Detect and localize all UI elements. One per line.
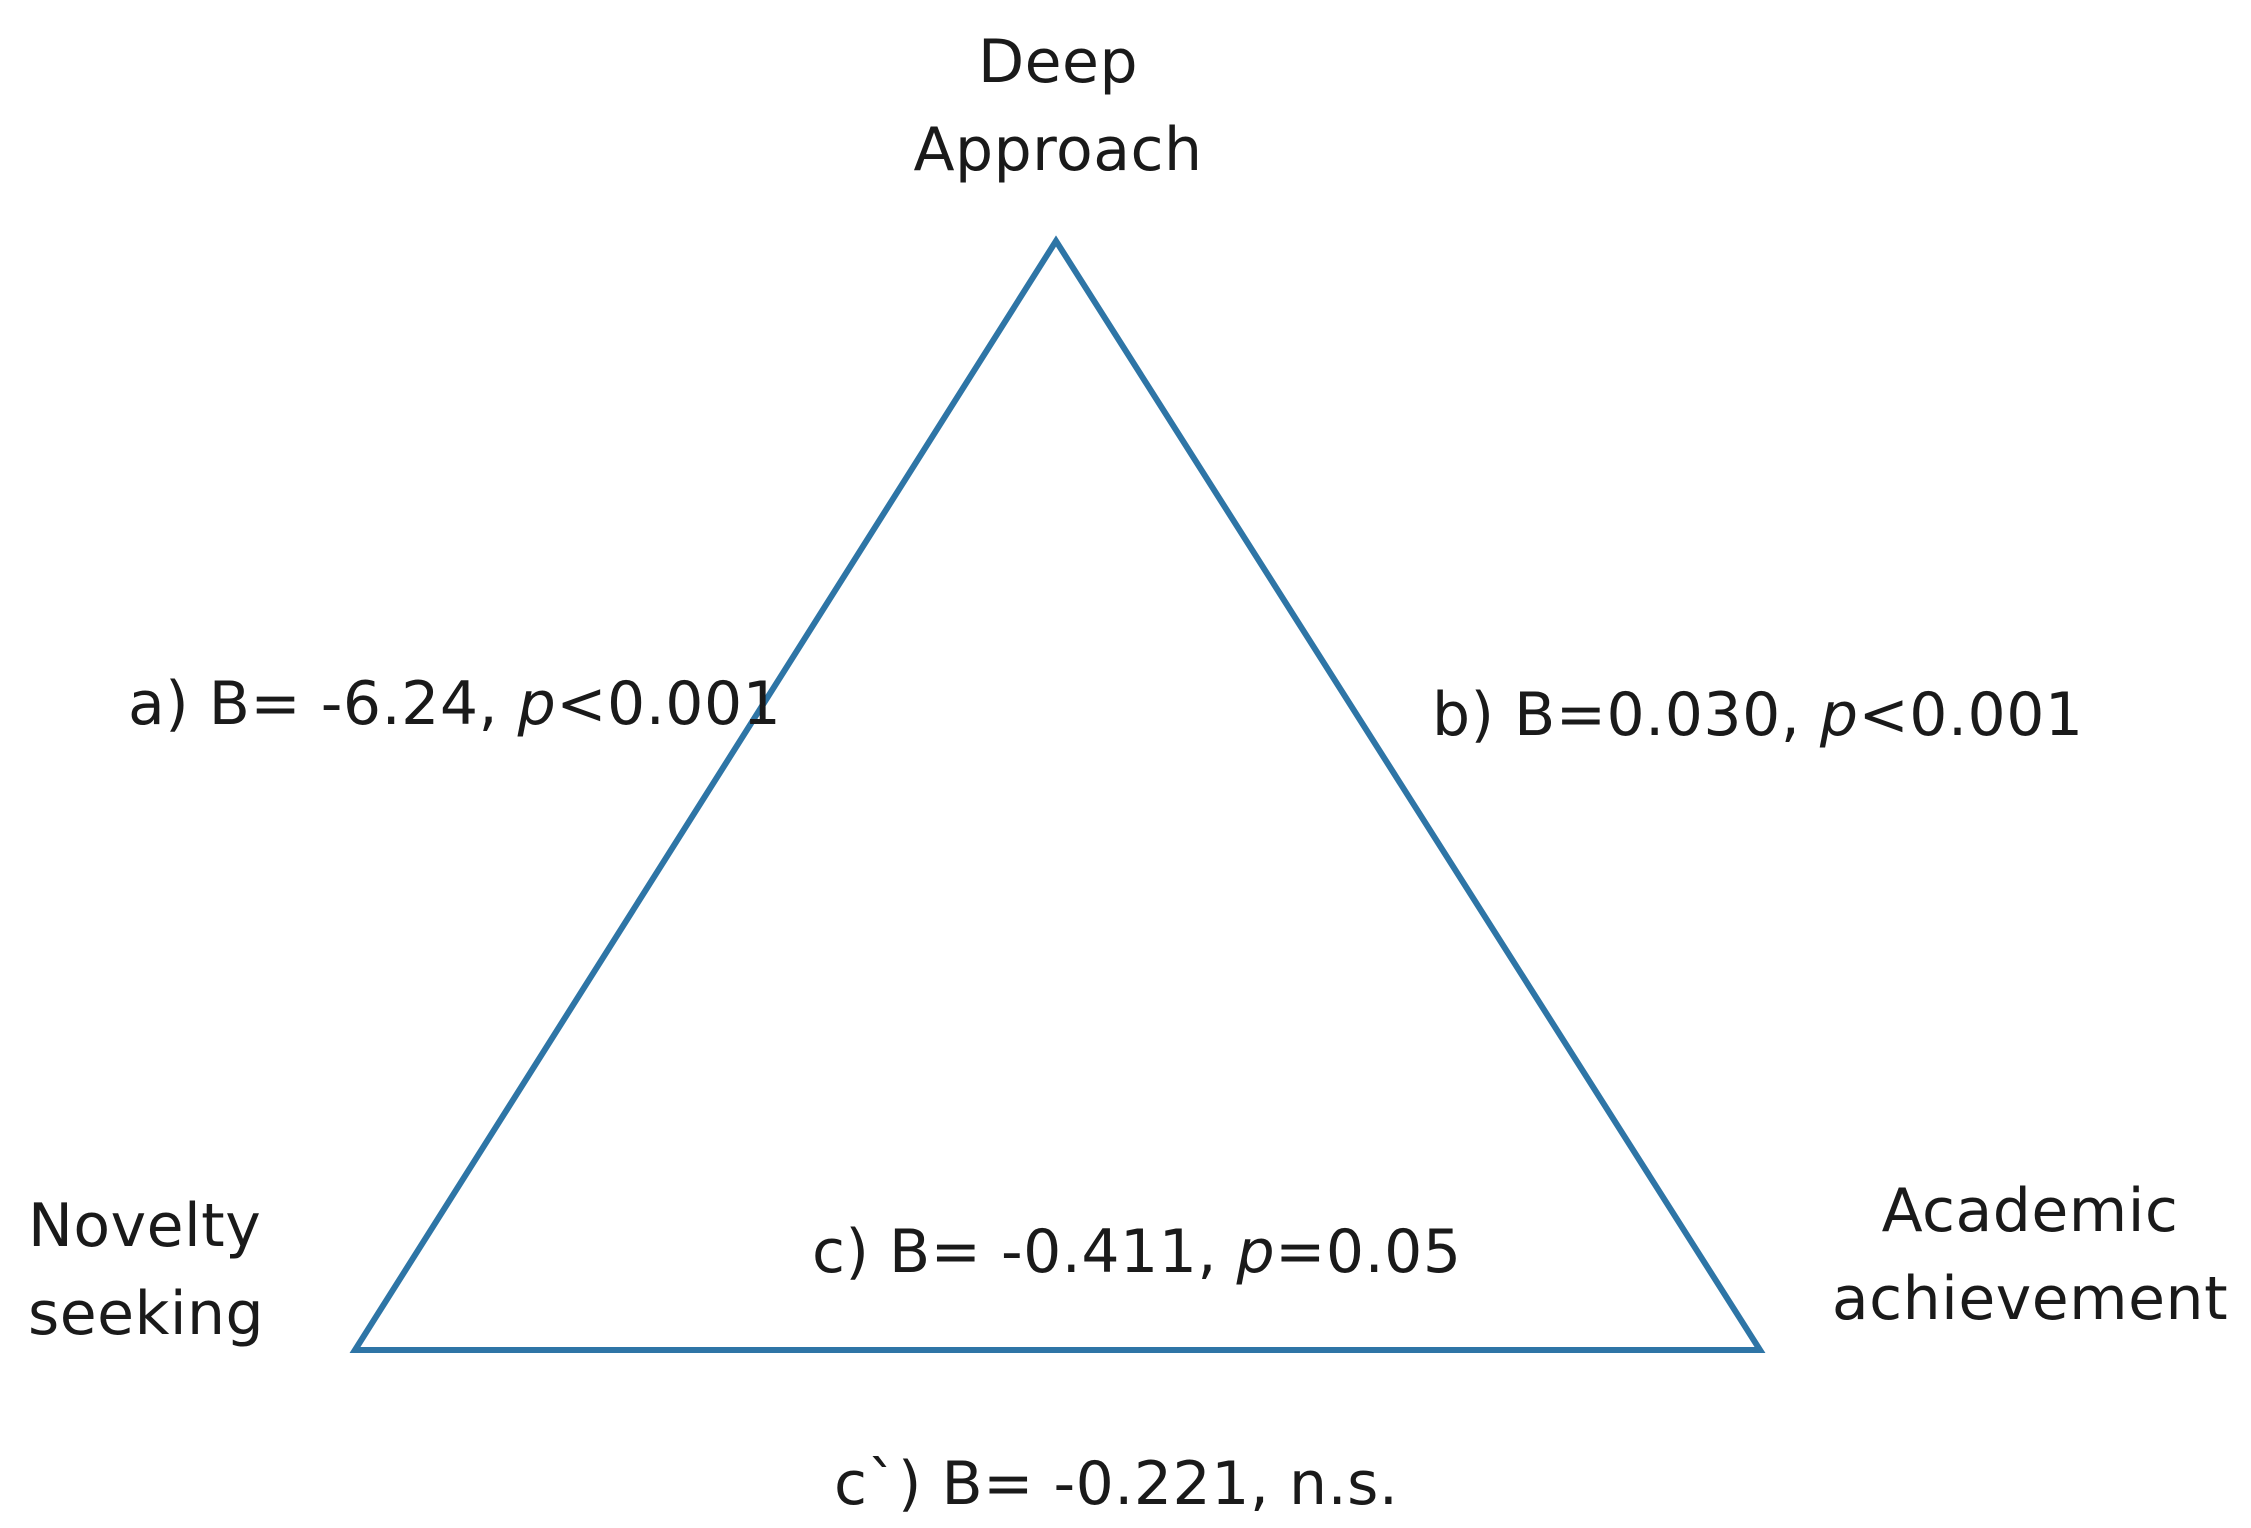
path-a-prefix: a) B= -6.24, <box>128 669 518 739</box>
path-a-value: <0.001 <box>556 669 782 739</box>
node-novelty-seeking-line2: seeking <box>28 1279 265 1349</box>
path-a-stat: p <box>517 669 557 739</box>
node-novelty-seeking-line1: Novelty <box>28 1191 262 1261</box>
mediation-triangle <box>349 235 1766 1353</box>
node-deep-approach-line2: Approach <box>913 115 1203 185</box>
path-c-label: c) B= -0.411, p=0.05 <box>812 1208 1462 1296</box>
node-academic-achievement-line1: Academic <box>1881 1176 2179 1246</box>
path-a-label: a) B= -6.24, p<0.001 <box>128 660 781 748</box>
node-deep-approach: Deep Approach <box>858 18 1258 194</box>
path-c-stat: p <box>1236 1217 1276 1287</box>
node-novelty-seeking: Novelty seeking <box>28 1182 264 1358</box>
path-b-stat: p <box>1819 680 1859 750</box>
path-b-value: <0.001 <box>1858 680 2084 750</box>
path-c-prime-label: c`) B= -0.221, n.s. <box>834 1449 1399 1519</box>
path-b-label: b) B=0.030, p<0.001 <box>1432 671 2084 759</box>
node-academic-achievement-line2: achievement <box>1831 1264 2229 1334</box>
node-academic-achievement: Academic achievement <box>1820 1167 2240 1343</box>
path-c-prefix: c) B= -0.411, <box>812 1217 1237 1287</box>
path-c-value: =0.05 <box>1275 1217 1462 1287</box>
node-deep-approach-line1: Deep <box>977 27 1139 97</box>
path-b-prefix: b) B=0.030, <box>1432 680 1820 750</box>
